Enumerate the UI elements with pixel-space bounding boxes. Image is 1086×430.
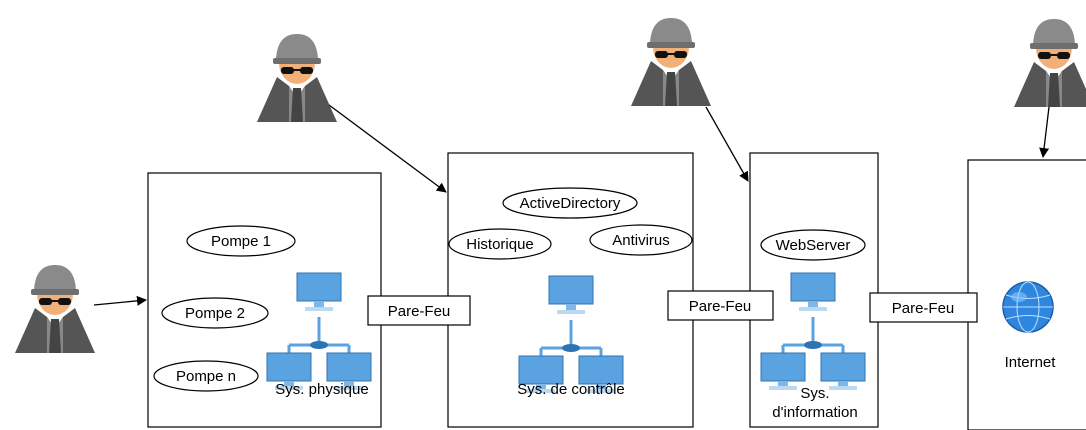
pompe-2-ellipse xyxy=(161,297,269,329)
firewall-1-label: Pare-Feu xyxy=(388,303,451,320)
pompe-2-label: Pompe 2 xyxy=(185,305,245,322)
zone-internet-label: Internet xyxy=(1005,354,1057,371)
zone-control-label: Sys. de contrôle xyxy=(517,381,625,398)
hacker-icon xyxy=(631,18,711,106)
zone-physical-label: Sys. physique xyxy=(275,381,368,398)
webserver-label: WebServer xyxy=(776,237,851,254)
antivirus-label: Antivirus xyxy=(612,232,670,249)
webserver-ellipse xyxy=(760,229,866,261)
hacker-icon xyxy=(257,34,337,122)
firewall-2-label: Pare-Feu xyxy=(689,298,752,315)
attack-arrow-physical xyxy=(93,295,147,306)
firewall-2-box xyxy=(667,290,774,321)
activedirectory-label: ActiveDirectory xyxy=(520,195,621,212)
globe-icon xyxy=(1002,281,1054,333)
attack-arrow-information xyxy=(705,106,749,182)
antivirus-ellipse xyxy=(589,224,693,256)
activedirectory-ellipse xyxy=(502,187,638,219)
firewall-1-box xyxy=(367,295,471,326)
zone-information-label-line2: d'information xyxy=(772,404,857,421)
firewall-3-box xyxy=(869,292,978,323)
zone-information-label-line1: Sys. xyxy=(800,385,829,402)
attack-arrow-control xyxy=(324,101,447,193)
hacker-icon xyxy=(1014,19,1086,107)
pompe-n-ellipse xyxy=(153,360,259,392)
historique-ellipse xyxy=(448,228,552,260)
pompe-1-ellipse xyxy=(186,225,296,257)
attack-arrow-internet xyxy=(1039,106,1050,158)
pompe-n-label: Pompe n xyxy=(176,368,236,385)
hacker-icon xyxy=(15,265,95,353)
pompe-1-label: Pompe 1 xyxy=(211,233,271,250)
historique-label: Historique xyxy=(466,236,534,253)
firewall-3-label: Pare-Feu xyxy=(892,300,955,317)
